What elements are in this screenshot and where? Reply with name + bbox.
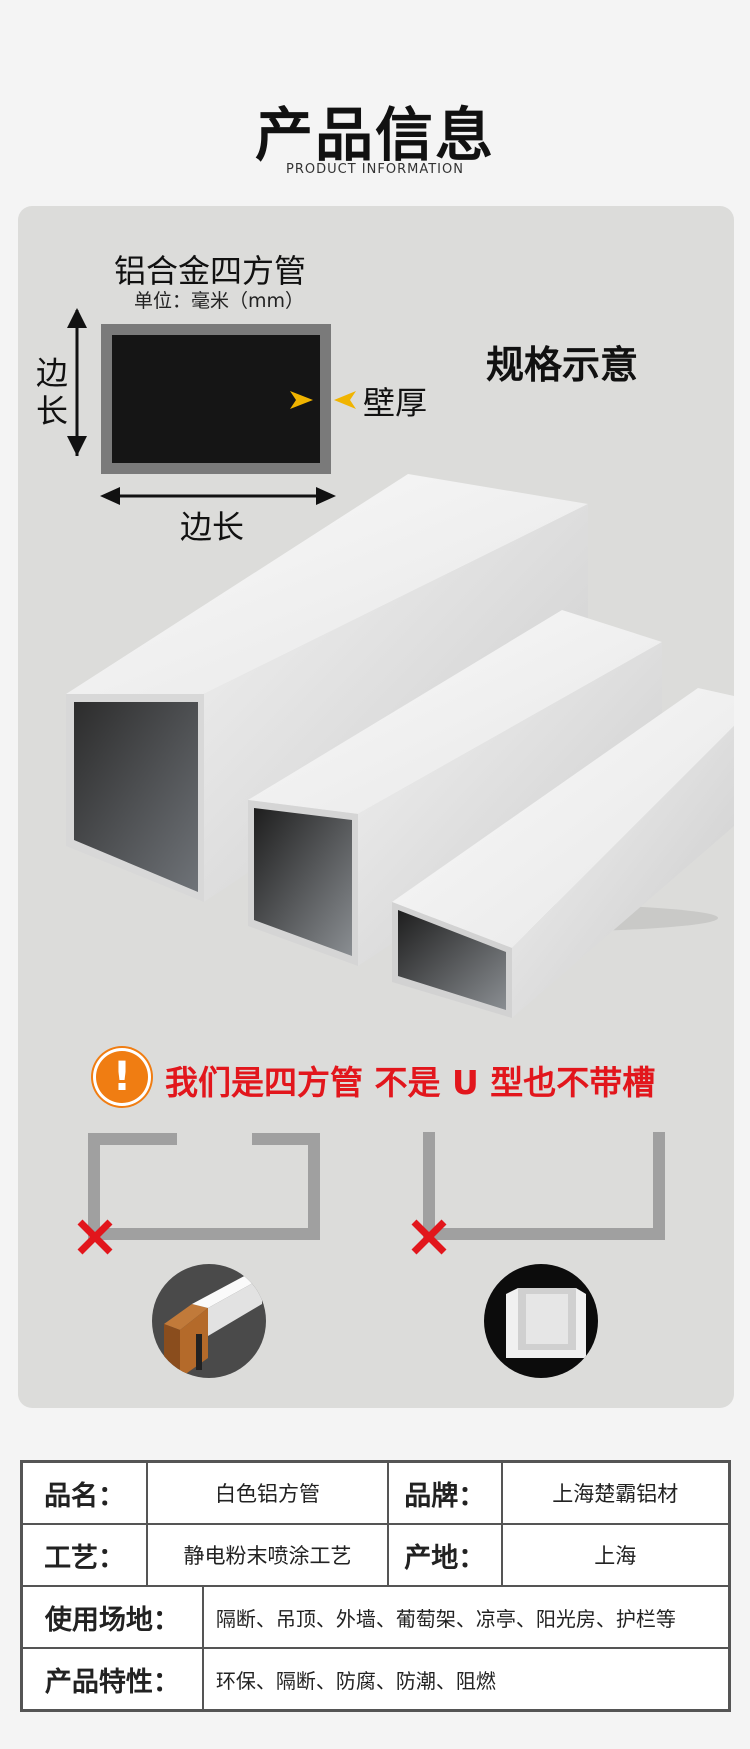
brand-key: 品牌： (386, 1460, 503, 1525)
usage-value: 隔断、吊顶、外墙、葡萄架、凉亭、阳光房、护栏等 (201, 1585, 731, 1649)
table-row: 品名： 白色铝方管 品牌： 上海楚霸铝材 (20, 1460, 731, 1525)
wall-thickness-label: 壁厚 (363, 384, 428, 422)
warning-text: 我们是四方管 不是 U 型也不带槽 (165, 1063, 656, 1102)
page-title: 产品信息 (254, 101, 495, 169)
horizontal-dimension-arrow (100, 487, 336, 505)
tube-section-inner (112, 335, 320, 463)
features-key: 产品特性： (20, 1647, 204, 1712)
cross-mark-icon (411, 1219, 447, 1255)
origin-key: 产地： (386, 1523, 503, 1587)
slotted-shape-diagram (88, 1133, 320, 1240)
usage-key: 使用场地： (20, 1585, 204, 1649)
tube-medium (248, 610, 662, 966)
cross-mark-icon (77, 1219, 113, 1255)
wall-arrow-outer-icon (334, 391, 356, 409)
page-subtitle: PRODUCT INFORMATION (286, 162, 464, 177)
spec-illustration-label: 规格示意 (486, 343, 639, 387)
brand-value: 上海楚霸铝材 (500, 1460, 731, 1525)
wall-arrow-inner-icon (290, 391, 313, 409)
u-channel-thumbnail (484, 1264, 598, 1378)
process-value: 静电粉末喷涂工艺 (146, 1523, 389, 1587)
tube-small (392, 688, 734, 1018)
product-name-value: 白色铝方管 (146, 1460, 389, 1525)
diagram-unit: 单位：毫米（mm） (134, 290, 305, 312)
warning-icon: ! (93, 1048, 151, 1106)
features-value: 环保、隔断、防腐、防潮、阻燃 (201, 1647, 731, 1712)
u-shape-diagram (423, 1132, 665, 1240)
spec-panel: 铝合金四方管 单位：毫米（mm） 规格示意 边长 边长 (18, 206, 734, 1408)
origin-value: 上海 (500, 1523, 731, 1587)
side-length-vertical-label: 边长 (35, 354, 68, 430)
header: 产品信息 PRODUCT INFORMATION (0, 0, 750, 200)
product-name-key: 品名： (20, 1460, 149, 1525)
cross-section-diagram (67, 308, 356, 505)
product-photo-tubes (66, 474, 734, 1018)
vertical-dimension-arrow (67, 308, 87, 456)
slotted-tube-thumbnail (152, 1264, 266, 1378)
table-row: 使用场地： 隔断、吊顶、外墙、葡萄架、凉亭、阳光房、护栏等 (20, 1585, 731, 1649)
not-shapes-diagram (77, 1132, 665, 1255)
diagram-title: 铝合金四方管 (114, 252, 307, 290)
side-length-horizontal-label: 边长 (180, 508, 245, 546)
table-row: 产品特性： 环保、隔断、防腐、防潮、阻燃 (20, 1647, 731, 1712)
warning-row: ! 我们是四方管 不是 U 型也不带槽 (93, 1046, 693, 1110)
spec-table: 品名： 白色铝方管 品牌： 上海楚霸铝材 工艺： 静电粉末喷涂工艺 产地： 上海… (20, 1460, 731, 1712)
process-key: 工艺： (20, 1523, 149, 1587)
table-row: 工艺： 静电粉末喷涂工艺 产地： 上海 (20, 1523, 731, 1587)
